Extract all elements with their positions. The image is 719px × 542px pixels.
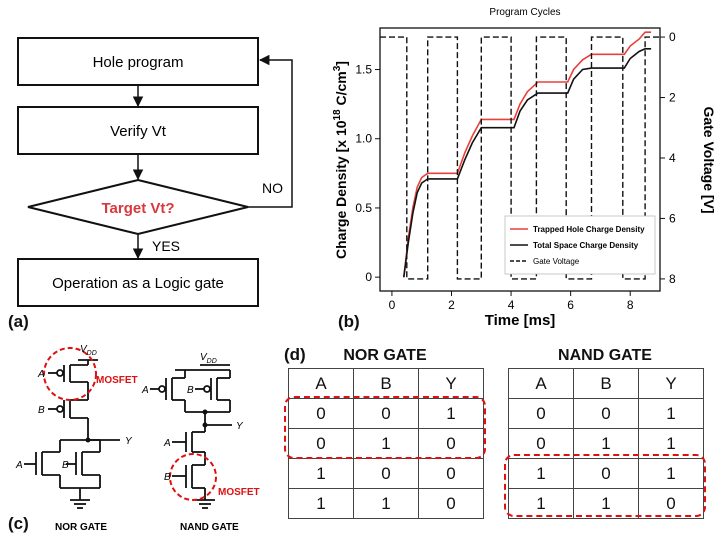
table-header-row: A B Y [288, 368, 484, 399]
legend-label: Total Space Charge Density [533, 241, 639, 250]
x-tick-label: 0 [389, 298, 396, 312]
nand-output-y: Y [236, 421, 244, 432]
circuit-schematics: VDD VDD A B A B Y A B A B Y MOSFET MOSFE… [15, 344, 260, 533]
verify-vt-label: Verify Vt [110, 123, 167, 140]
table-row: 1 0 1 [508, 458, 704, 489]
nand-table-title: NAND GATE [558, 347, 652, 364]
header-cell: Y [638, 368, 704, 399]
loop-arrow [248, 54, 293, 208]
header-cell: A [508, 368, 574, 399]
nand-truth-table: A B Y 0 0 1 0 1 1 1 0 1 1 1 0 [508, 368, 704, 519]
nand-input-a: A [141, 385, 149, 396]
x-tick-label: 8 [627, 298, 634, 312]
nand-input-a2: A [163, 438, 171, 449]
series-line-2 [380, 36, 660, 280]
table-cell: 1 [288, 458, 354, 489]
x-tick-label: 4 [508, 298, 515, 312]
table-cell: 1 [353, 488, 419, 519]
legend-label: Trapped Hole Charge Density [533, 225, 645, 234]
header-cell: B [573, 368, 639, 399]
table-row: 1 1 0 [288, 488, 484, 519]
nor-input-b: B [38, 405, 45, 416]
nand-input-b: B [187, 385, 194, 396]
table-cell: 1 [508, 488, 574, 519]
table-cell: 0 [638, 488, 704, 519]
table-cell: 1 [638, 428, 704, 459]
target-vt-label: Target Vt? [101, 200, 174, 217]
hole-program-label: Hole program [93, 54, 184, 71]
panel-label-b: (b) [338, 312, 360, 331]
header-cell: Y [418, 368, 484, 399]
y-right-tick-label: 4 [669, 151, 676, 165]
x-axis-label: Time [ms] [485, 312, 556, 329]
x-tick-label: 6 [567, 298, 574, 312]
no-label: NO [262, 180, 283, 196]
mosfet-highlight-nor [43, 347, 97, 401]
hole-program-box [17, 37, 259, 86]
y-left-tick-label: 0 [365, 270, 372, 284]
y-left-tick-label: 1.0 [355, 132, 372, 146]
nor-highlight-box [284, 396, 486, 459]
plot-frame [379, 27, 661, 292]
y-left-tick-label: 1.5 [355, 63, 372, 77]
y-axis-right-label: Gate Voltage [V] [701, 106, 717, 213]
table-cell: 1 [508, 458, 574, 489]
mosfet-highlight-nand [169, 453, 217, 501]
legend-label: Gate Voltage [533, 257, 580, 266]
program-cycles-chart: Program Cycles 0 2 4 6 8 0 0.5 1.0 1.5 0 2 4 6 8 Ti… [332, 7, 717, 329]
y-axis-left-label: Charge Density [x 1018 C/cm3] [332, 61, 349, 259]
operation-box [17, 258, 259, 307]
x-tick-label: 2 [448, 298, 455, 312]
panel-label-c: (c) [8, 514, 29, 533]
table-row: 1 0 0 [288, 458, 484, 489]
nand-vdd-label: VDD [200, 352, 217, 365]
y-right-tick-label: 8 [669, 272, 676, 286]
table-cell: 0 [418, 458, 484, 489]
y-left-tick-label: 0.5 [355, 201, 372, 215]
y-right-tick-label: 2 [669, 91, 676, 105]
yes-label: YES [152, 238, 180, 254]
nor-input-a2: A [15, 460, 23, 471]
panel-label-d: (d) [284, 345, 306, 364]
table-cell: 1 [638, 398, 704, 429]
header-cell: A [288, 368, 354, 399]
header-cell: B [353, 368, 419, 399]
table-cell: 1 [288, 488, 354, 519]
panel-label-a: (a) [8, 312, 29, 331]
table-cell: 0 [508, 398, 574, 429]
nor-table-title: NOR GATE [343, 347, 427, 364]
table-row: 0 0 1 [508, 398, 704, 429]
operation-label: Operation as a Logic gate [52, 275, 224, 292]
nor-truth-table: A B Y 0 0 1 0 1 0 1 0 0 1 1 0 [288, 368, 484, 519]
nor-caption: NOR GATE [55, 522, 107, 533]
nor-input-b2: B [62, 460, 69, 471]
nor-input-a: A [37, 369, 45, 380]
nand-input-b2: B [164, 472, 171, 483]
flowchart: Hole program Verify Vt Target Vt? NO YES… [17, 37, 293, 307]
table-cell: 1 [573, 488, 639, 519]
table-cell: 0 [353, 458, 419, 489]
verify-vt-box [17, 106, 259, 155]
mosfet-label-nand: MOSFET [218, 487, 260, 498]
nor-output-y: Y [125, 436, 133, 447]
series-line-0 [403, 31, 652, 278]
table-row: 1 1 0 [508, 488, 704, 519]
nand-highlight-box [504, 454, 706, 517]
nand-caption: NAND GATE [180, 522, 239, 533]
y-right-tick-label: 6 [669, 211, 676, 225]
table-cell: 0 [418, 488, 484, 519]
y-right-tick-label: 0 [669, 30, 676, 44]
table-header-row: A B Y [508, 368, 704, 399]
nor-vdd-label: VDD [80, 344, 97, 357]
table-cell: 0 [573, 398, 639, 429]
mosfet-label-nor: MOSFET [96, 375, 138, 386]
chart-title: Program Cycles [489, 7, 560, 18]
table-row: 0 1 1 [508, 428, 704, 459]
series-line-1 [403, 47, 652, 278]
table-cell: 1 [353, 428, 419, 459]
